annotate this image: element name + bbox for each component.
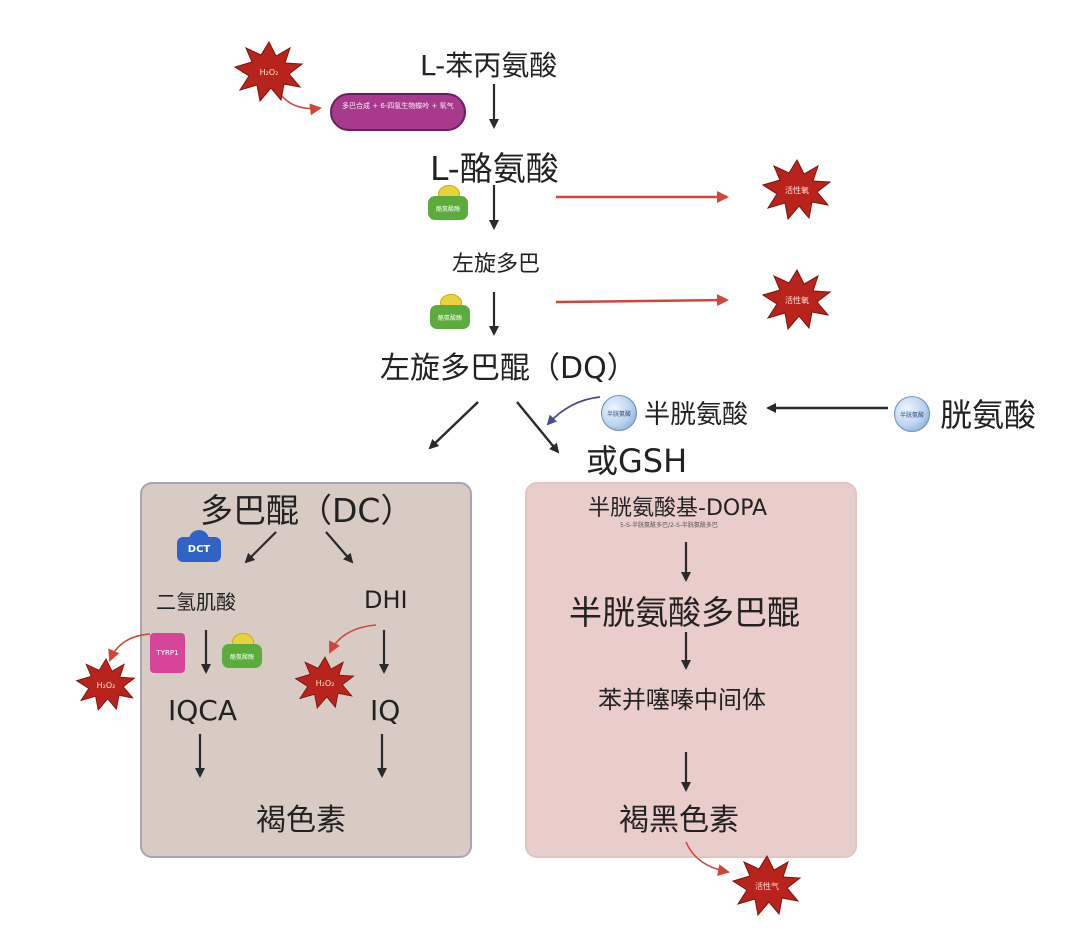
tyrosinase-enzyme-icon: 酪氨酸酶 — [222, 633, 262, 669]
node-cysdopa: 半胱氨酸基-DOPA — [588, 496, 768, 521]
node-pheomelanin: 褐黑色素 — [619, 803, 739, 838]
node-cystine: 胱氨酸 — [940, 396, 1037, 434]
tyrosinase-enzyme-icon: 酪氨酸酶 — [428, 185, 468, 221]
arrow-dhi-h2o2 — [329, 624, 377, 654]
node-dopachrome: 多巴醌（DC） — [200, 491, 414, 530]
arrow-ros-2 — [555, 294, 729, 307]
ros-burst-icon: 活性氧 — [760, 268, 834, 332]
h2o2-burst-icon: H₂O₂ — [232, 40, 306, 104]
h2o2-burst-icon: H₂O₂ — [293, 654, 367, 718]
dct-enzyme-icon: DCT — [177, 530, 221, 562]
ros-burst-icon: 活性气 — [730, 854, 804, 918]
node-eumelanin: 褐色素 — [256, 803, 346, 838]
cofactor-pill: 多巴合成 + 6-四氢生物蝶呤 + 氧气 — [330, 93, 466, 131]
node-benzothiazine: 苯并噻嗪中间体 — [598, 686, 766, 714]
node-dhi: DHI — [364, 586, 408, 614]
node-dhica: 二氢肌酸 — [156, 590, 236, 614]
node-ldopa: 左旋多巴 — [452, 252, 541, 277]
cysteine-molecule-icon: 半胱氨酸 — [601, 395, 637, 431]
arrow-dc-dhi — [325, 531, 354, 564]
node-cysdopa-sub: 5-S-半胱氨酰多巴/2-S-半胱氨酰多巴 — [620, 522, 718, 529]
node-iqca: IQCA — [168, 694, 238, 727]
tyrp1-enzyme-icon: TYRP1 — [150, 633, 185, 673]
node-or-gsh: 或GSH — [586, 442, 688, 480]
arrow-tyrp1-h2o2 — [108, 633, 151, 662]
ros-burst-icon: 活性氧 — [760, 158, 834, 222]
arrow-dq-right — [516, 401, 560, 454]
node-dopaquinone: 左旋多巴醌（DQ） — [380, 351, 637, 386]
h2o2-burst-icon: H₂O₂ — [74, 656, 148, 720]
arrow-dq-left — [428, 401, 479, 450]
tyrosinase-enzyme-icon: 酪氨酸酶 — [430, 294, 470, 330]
node-iq: IQ — [370, 694, 401, 727]
node-cysdopaquinone: 半胱氨酸多巴醌 — [569, 593, 800, 632]
arrow-cysteine-curve — [546, 396, 601, 426]
arrow-pheo-ros — [685, 841, 730, 877]
node-phenylalanine: L-苯丙氨酸 — [420, 49, 558, 82]
pheomelanin-pathway-box — [525, 482, 857, 858]
cystine-molecule-icon: 半胱氨酸 — [894, 396, 930, 432]
node-tyrosine: L-酪氨酸 — [430, 149, 559, 188]
arrow-dc-dhica — [244, 531, 277, 564]
node-cysteine: 半胱氨酸 — [644, 400, 749, 430]
